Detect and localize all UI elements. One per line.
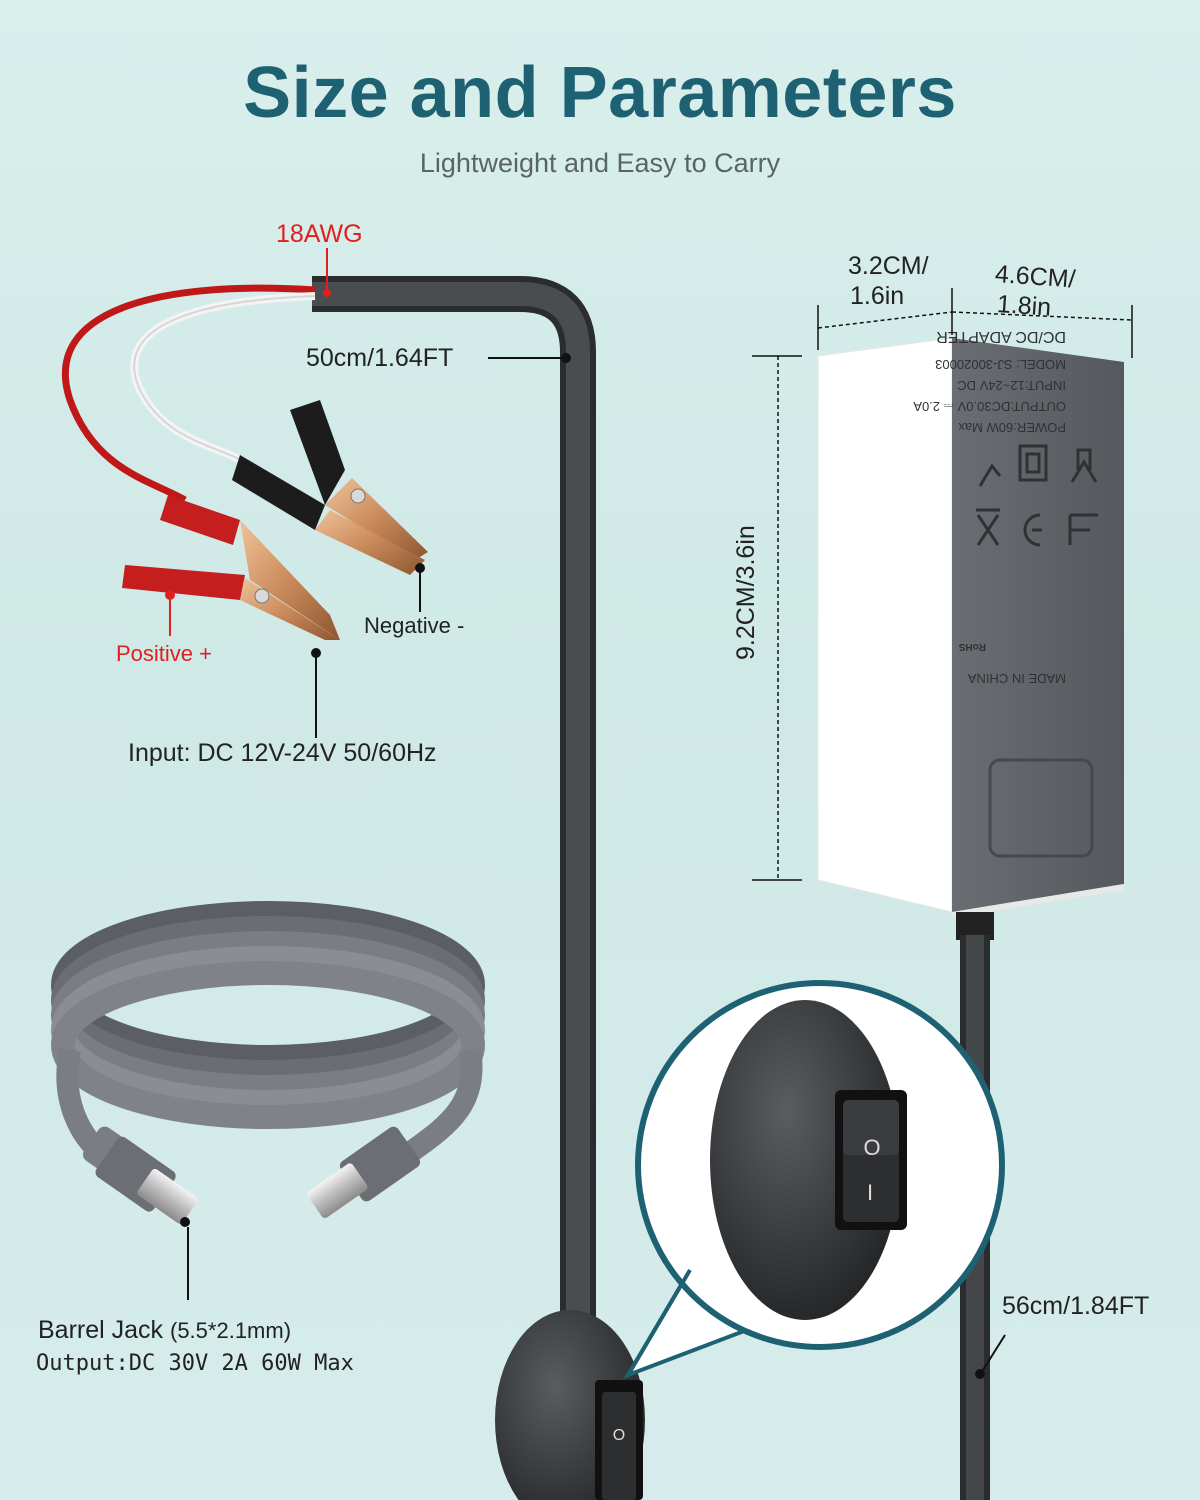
- adapter-input: INPUT:12~24V DC: [957, 378, 1066, 393]
- weee-bin-icon: [976, 508, 1000, 546]
- callout-output-length: [975, 1334, 1006, 1379]
- dim-depth-cm: 4.6CM/: [994, 260, 1077, 294]
- inline-switch: O: [495, 1310, 645, 1500]
- dim-height: 9.2CM/3.6in: [732, 525, 760, 660]
- adapter-box: [817, 337, 1124, 918]
- certification-icons: [976, 444, 1098, 547]
- wire-gauge-label: 18AWG: [276, 220, 363, 248]
- barrel-jack-name: Barrel Jack: [38, 1316, 164, 1344]
- adapter-power: POWER:60W Max: [958, 420, 1066, 435]
- adapter-name: DC/DC ADAPTER: [936, 328, 1066, 345]
- adapter-made-in: MADE IN CHINA: [967, 671, 1066, 686]
- barrel-jack-right: [307, 1126, 421, 1219]
- barrel-jack-size: (5.5*2.1mm): [170, 1318, 292, 1343]
- barrel-jack-left: [82, 1126, 198, 1227]
- page-subtitle: Lightweight and Easy to Carry: [419, 148, 781, 178]
- input-cable: [312, 276, 596, 1500]
- coiled-output-cable: [51, 901, 485, 1170]
- output-spec-label: Output:DC 30V 2A 60W Max: [36, 1351, 354, 1376]
- dim-width-cm: 3.2CM/: [848, 252, 929, 280]
- positive-clamp: [122, 495, 340, 640]
- rohs-icon: [978, 463, 1002, 487]
- switch-on-mark: I: [867, 1180, 873, 1205]
- dimension-lines: [752, 288, 1133, 881]
- double-insulation-icon: [1018, 444, 1048, 482]
- dim-depth-in: 1.8in: [996, 290, 1053, 322]
- input-cable-length-label: 50cm/1.64FT: [306, 344, 454, 372]
- indoor-use-icon: [1070, 448, 1098, 483]
- adapter-model: MODEL: SJ-30020003: [935, 357, 1066, 372]
- input-spec-label: Input: DC 12V-24V 50/60Hz: [128, 739, 437, 767]
- double-insulation-inner-icon: [1025, 452, 1041, 474]
- barrel-jack-label: Barrel Jack (5.5*2.1mm): [38, 1316, 291, 1345]
- switch-off-mark-small: O: [613, 1427, 625, 1444]
- negative-clamp: [232, 400, 428, 575]
- callout-lines-left: [165, 248, 571, 738]
- negative-label: Negative -: [364, 613, 465, 638]
- dim-width-in: 1.6in: [850, 282, 905, 310]
- rohs-mark: RoHS: [958, 641, 986, 652]
- switch-magnifier: O I: [623, 980, 1005, 1379]
- fcc-mark-icon: [1068, 513, 1098, 545]
- adapter-output: OUTPUT:DC30.0V ⎓ 2.0A: [913, 399, 1066, 414]
- red-white-wires: [61, 284, 316, 504]
- positive-label: Positive +: [116, 641, 212, 666]
- adapter-label-text: MADE IN CHINA POWER:60W Max OUTPUT:DC30.…: [913, 328, 1066, 686]
- output-cable-length-label: 56cm/1.84FT: [1002, 1292, 1150, 1320]
- page-title: Size and Parameters: [243, 53, 957, 133]
- switch-off-mark: O: [863, 1135, 880, 1160]
- ce-mark-icon: [1023, 513, 1042, 547]
